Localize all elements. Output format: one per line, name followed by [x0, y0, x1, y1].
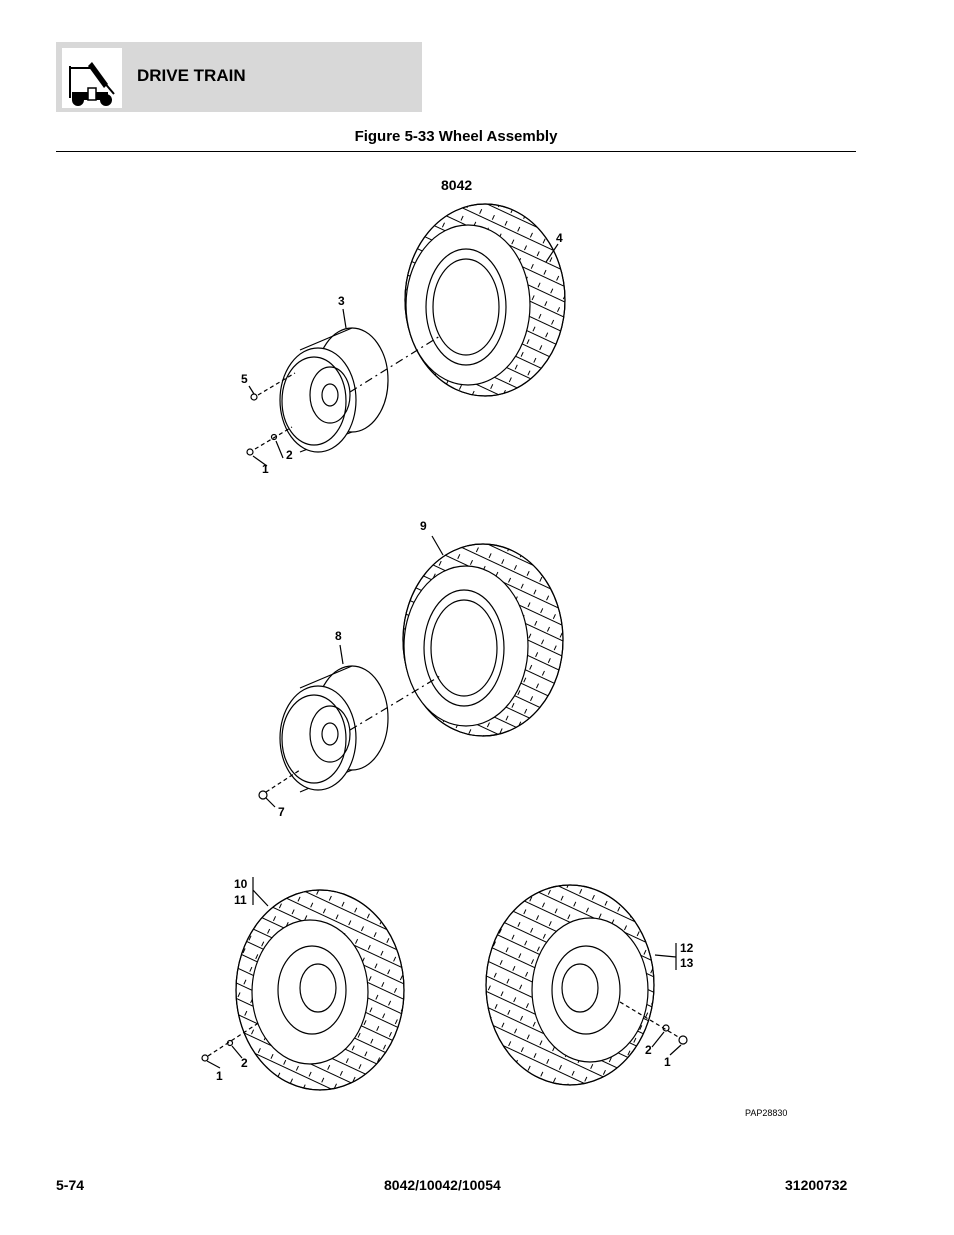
- callout-1: 1: [664, 1055, 671, 1069]
- figure-title: Figure 5-33 Wheel Assembly: [354, 128, 558, 145]
- callout-7: 7: [278, 805, 285, 819]
- callout-1: 1: [216, 1069, 223, 1083]
- section-title: DRIVE TRAIN: [137, 66, 246, 85]
- callout-2: 2: [645, 1043, 652, 1057]
- tire-12-13: [485, 884, 655, 1086]
- callout-2: 2: [241, 1056, 248, 1070]
- callout-11: 11: [234, 893, 247, 907]
- callout-3: 3: [338, 294, 345, 308]
- scissor-lift-icon: [62, 48, 122, 108]
- tire-10-11: [235, 889, 405, 1091]
- callout-13: 13: [680, 956, 694, 970]
- rim-3: [279, 327, 389, 453]
- model-label: 8042: [441, 177, 473, 193]
- header-divider: [56, 151, 856, 152]
- callout-2: 2: [286, 448, 293, 462]
- tire-9: [402, 543, 564, 737]
- callout-8: 8: [335, 629, 342, 643]
- footer-models: 8042/10042/10054: [384, 1177, 501, 1193]
- rim-8: [279, 665, 389, 793]
- callout-9: 9: [420, 519, 427, 533]
- callout-10: 10: [234, 877, 248, 891]
- section-header: DRIVE TRAIN: [56, 42, 422, 112]
- drawing-id: PAP28830: [745, 1108, 788, 1118]
- callout-5: 5: [241, 372, 248, 386]
- callout-4: 4: [556, 231, 563, 245]
- page-number: 5-74: [56, 1177, 85, 1193]
- callout-12: 12: [680, 941, 694, 955]
- doc-number: 31200732: [785, 1177, 848, 1193]
- callout-1: 1: [262, 462, 269, 476]
- tire-4: [404, 203, 566, 397]
